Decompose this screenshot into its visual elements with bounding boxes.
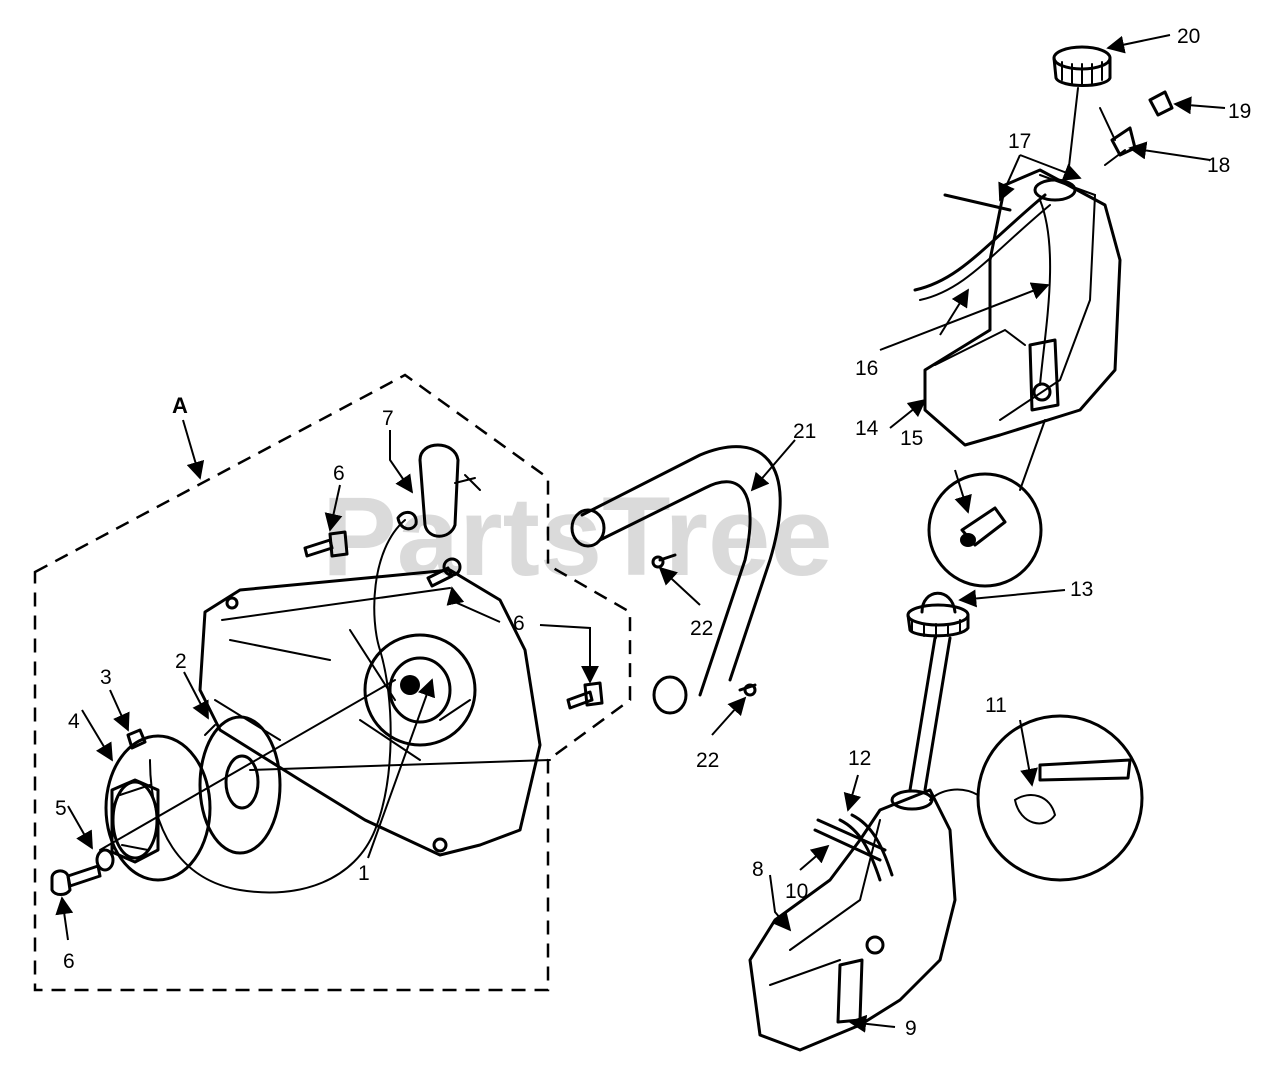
callout-22-bottom: 22 xyxy=(696,749,719,772)
cap-tether xyxy=(1067,87,1079,176)
starter-rope xyxy=(149,519,406,894)
leader-arrows xyxy=(55,34,1226,1033)
callout-6-bottom: 6 xyxy=(63,950,75,973)
spring-cover xyxy=(198,715,282,855)
bolt-6-right xyxy=(566,681,604,710)
callout-9: 9 xyxy=(905,1017,917,1040)
bolt-6-middle xyxy=(426,557,462,588)
callout-1: 1 xyxy=(358,862,370,885)
callout-5: 5 xyxy=(55,797,67,820)
assembly-a-arrow xyxy=(182,419,205,480)
callout-11: 11 xyxy=(985,694,1007,717)
callout-19: 19 xyxy=(1228,100,1251,123)
callout-13: 13 xyxy=(1070,578,1093,601)
fuel-line xyxy=(1039,199,1052,386)
fitting-19 xyxy=(1148,90,1174,117)
callout-6-middle: 6 xyxy=(513,612,525,635)
starter-pulley xyxy=(104,734,212,882)
fuel-tank-upper xyxy=(923,168,1122,447)
bolt-6-top xyxy=(303,530,349,558)
callout-10: 10 xyxy=(785,880,808,903)
callout-3: 3 xyxy=(100,666,112,689)
callout-7: 7 xyxy=(382,407,394,430)
primer-bulb xyxy=(906,591,970,639)
callout-12: 12 xyxy=(848,747,871,770)
starter-housing xyxy=(198,568,542,857)
handle-bar xyxy=(570,445,782,715)
assembly-a-boundary xyxy=(33,373,632,992)
callout-17: 17 xyxy=(1008,130,1031,153)
callout-15: 15 xyxy=(900,427,923,450)
callout-21: 21 xyxy=(793,420,816,443)
callout-labels: 1 2 3 4 5 6 6 6 7 8 9 10 11 12 13 14 15 … xyxy=(55,25,1251,1040)
callout-18: 18 xyxy=(1207,154,1230,177)
starter-handle xyxy=(396,443,481,538)
callout-4: 4 xyxy=(68,710,80,733)
callout-2: 2 xyxy=(175,650,187,673)
washer xyxy=(95,848,115,872)
assembly-a-label: A xyxy=(172,393,188,418)
callout-20: 20 xyxy=(1177,25,1200,48)
spring xyxy=(126,728,147,750)
vent-line-inner xyxy=(919,204,1051,301)
assembly-axis xyxy=(99,679,551,851)
bolt-6-bottom xyxy=(50,864,102,896)
pickup-line xyxy=(908,636,952,792)
callout-8: 8 xyxy=(752,858,764,881)
callout-14: 14 xyxy=(855,417,879,440)
vent-line xyxy=(913,193,1047,292)
detail-circle-15 xyxy=(927,419,1046,588)
detail-circle-11 xyxy=(929,714,1144,882)
fitting-18 xyxy=(1099,107,1137,166)
fuel-hose-12 xyxy=(838,813,894,882)
callout-22-top: 22 xyxy=(690,617,713,640)
watermark: PartsTree xyxy=(322,474,833,599)
callout-16: 16 xyxy=(855,357,878,380)
callout-6-top: 6 xyxy=(333,462,345,485)
fuel-cap-20 xyxy=(1052,45,1112,87)
